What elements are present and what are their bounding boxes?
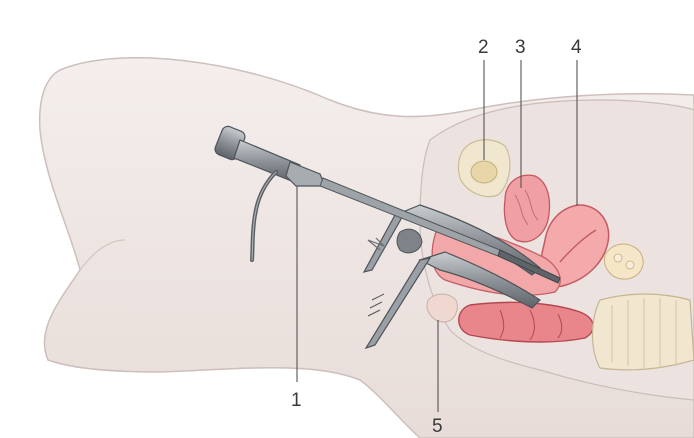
sacrum <box>593 294 694 370</box>
speculum-hinge <box>397 229 422 253</box>
callout-2-pubic-bone: 2 <box>478 37 489 58</box>
ovary <box>604 244 643 279</box>
callout-4-uterus: 4 <box>571 37 582 58</box>
callout-5-perineum: 5 <box>432 416 443 437</box>
callout-1-hysteroscope: 1 <box>291 390 302 411</box>
pubic-bone-core <box>471 161 497 183</box>
ovary-follicle-1 <box>614 254 622 262</box>
bladder <box>504 175 549 242</box>
ovary-follicle-2 <box>626 261 634 269</box>
callout-3-bladder: 3 <box>515 37 526 58</box>
